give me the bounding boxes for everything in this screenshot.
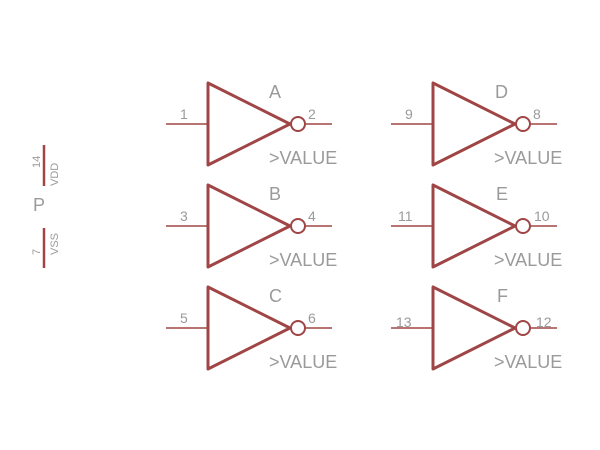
value-label: >VALUE [269, 250, 337, 270]
vss-pin-name: VSS [49, 233, 61, 255]
gate-name: D [495, 82, 508, 102]
output-pin-number: 10 [534, 208, 550, 224]
inversion-bubble [515, 218, 531, 234]
inverter-triangle [206, 285, 292, 371]
inversion-bubble [515, 116, 531, 132]
output-pin-number: 2 [308, 106, 316, 122]
inversion-bubble [290, 320, 306, 336]
vdd-pin-name: VDD [49, 163, 61, 186]
input-pin-number: 11 [398, 208, 413, 224]
gate-name: E [496, 184, 508, 204]
input-pin-number: 3 [180, 208, 188, 224]
inversion-bubble [515, 320, 531, 336]
input-pin-number: 1 [180, 106, 188, 122]
value-label: >VALUE [494, 352, 562, 372]
output-pin-number: 12 [536, 314, 552, 330]
value-label: >VALUE [494, 148, 562, 168]
gate-name: F [497, 286, 508, 306]
power-symbol: 14 VDD P 7 VSS [31, 145, 61, 268]
input-pin-number: 9 [405, 106, 413, 122]
value-label: >VALUE [269, 148, 337, 168]
input-pin-number: 13 [396, 314, 412, 330]
inverter-gate-a: 1 2 A >VALUE [166, 81, 337, 168]
inverter-gate-d: 9 8 D >VALUE [391, 81, 562, 168]
inverter-triangle [431, 183, 517, 269]
vdd-pin-number: 14 [31, 156, 43, 168]
gate-name: C [269, 286, 282, 306]
inverter-gate-b: 3 4 B >VALUE [166, 183, 337, 270]
value-label: >VALUE [269, 352, 337, 372]
inverter-gate-c: 5 6 C >VALUE [166, 285, 337, 372]
gate-name: A [269, 82, 281, 102]
inverter-triangle [206, 81, 292, 167]
output-pin-number: 4 [308, 208, 316, 224]
gate-name: B [269, 184, 281, 204]
output-pin-number: 6 [308, 310, 316, 326]
inverter-gate-e: 11 10 E >VALUE [391, 183, 562, 270]
inversion-bubble [290, 116, 306, 132]
input-pin-number: 5 [180, 310, 188, 326]
power-part-label: P [33, 195, 45, 215]
inverter-triangle [206, 183, 292, 269]
vss-pin-number: 7 [31, 249, 43, 255]
inverter-triangle [431, 81, 517, 167]
inverter-triangle [431, 285, 517, 371]
output-pin-number: 8 [533, 106, 541, 122]
value-label: >VALUE [494, 250, 562, 270]
inversion-bubble [290, 218, 306, 234]
inverter-gate-f: 13 12 F >VALUE [391, 285, 562, 372]
